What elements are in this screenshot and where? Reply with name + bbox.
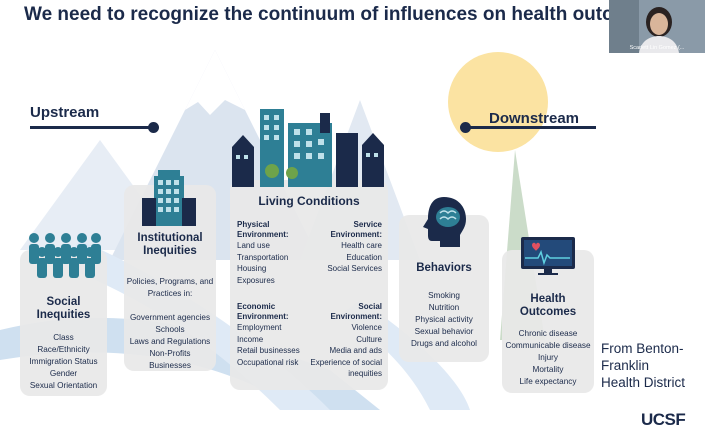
behaviors-title: Behaviors [416, 262, 472, 274]
list-item: Housing [237, 264, 267, 274]
physical-environment-block: Physical Environment: Land use Transport… [237, 220, 312, 286]
health-outcomes-title-line: Outcomes [519, 306, 577, 318]
list-item: Violence [351, 323, 382, 332]
participant-avatar [609, 0, 705, 53]
intro-line: Policies, Programs, and [126, 277, 214, 286]
physical-heading-line: Physical [237, 220, 270, 229]
list-item: Chronic disease [518, 329, 578, 338]
list-item: Government agencies [129, 313, 211, 322]
living-conditions-title: Living Conditions [258, 194, 360, 208]
living-conditions-card [230, 180, 388, 390]
list-item: Class [53, 333, 74, 342]
service-environment-block: Service Environment: Health care Educati… [308, 220, 382, 275]
participant-name: Scarlett Lin Gomez (... [629, 45, 685, 51]
behaviors-list: Smoking Nutrition Physical activity Sexu… [399, 290, 489, 350]
downstream-label: Downstream [489, 110, 580, 127]
list-item: Race/Ethnicity [37, 345, 90, 354]
list-item: Income [237, 334, 264, 344]
health-outcomes-title: Health Outcomes [502, 293, 594, 319]
upstream-line [30, 126, 152, 129]
list-item: Businesses [149, 361, 191, 370]
list-item: Drugs and alcohol [411, 339, 477, 348]
list-item: Laws and Regulations [129, 337, 211, 346]
economic-environment-block: Economic Environment: Employment Income … [237, 302, 317, 368]
sun-shape [448, 52, 548, 152]
social-env-heading-line: Environment: [330, 312, 382, 321]
list-item: Nutrition [428, 303, 460, 312]
list-item: Immigration Status [29, 357, 98, 366]
source-attribution: From Benton- Franklin Health District [601, 340, 685, 391]
list-item: inequities [348, 369, 382, 379]
list-item: Culture [356, 334, 382, 344]
list-item: Health care [341, 241, 382, 250]
social-inequities-title-line: Social [46, 296, 81, 308]
list-item: Communicable disease [505, 341, 591, 350]
list-item: Sexual behavior [414, 327, 474, 336]
list-item: Occupational risk [237, 357, 299, 367]
list-item: Injury [537, 353, 559, 362]
slide-title: We need to recognize the continuum of in… [24, 4, 663, 25]
list-item: Experience of social [310, 357, 382, 367]
source-line: Health District [601, 375, 686, 390]
upstream-label: Upstream [30, 104, 100, 121]
upstream-dot [148, 122, 159, 133]
service-heading-line: Environment: [330, 230, 382, 239]
list-item: Exposures [237, 275, 275, 285]
service-heading-line: Service [353, 220, 382, 229]
list-item: Life expectancy [519, 377, 577, 386]
list-item: Smoking [428, 291, 460, 300]
institutional-inequities-title: Institutional Inequities [124, 232, 216, 258]
institutional-intro: Policies, Programs, and Practices in: [124, 276, 216, 300]
downstream-line [466, 126, 596, 129]
source-line: From Benton- [601, 341, 684, 356]
social-inequities-title: Social Inequities [20, 296, 107, 322]
building-icon [142, 170, 196, 226]
health-outcomes-list: Chronic disease Communicable disease Inj… [502, 328, 594, 388]
social-env-heading-line: Social [358, 302, 382, 311]
list-item: Education [346, 252, 382, 262]
economic-heading-line: Economic [237, 302, 276, 311]
social-environment-block: Social Environment: Violence Culture Med… [300, 302, 382, 380]
list-item: Schools [155, 325, 185, 334]
list-item: Transportation [237, 252, 289, 262]
list-item: Employment [237, 323, 282, 332]
institutional-inequities-title-line: Inequities [143, 245, 197, 257]
intro-line: Practices in: [147, 289, 193, 298]
heart-monitor-icon [521, 237, 575, 275]
mountain-snow [185, 50, 245, 115]
social-inequities-title-line: Inequities [36, 309, 91, 321]
health-outcomes-title-line: Health [530, 293, 566, 305]
institutional-inequities-list: Government agencies Schools Laws and Reg… [124, 312, 216, 372]
list-item: Gender [49, 369, 78, 378]
social-inequities-list: Class Race/Ethnicity Immigration Status … [20, 332, 107, 392]
list-item: Sexual Orientation [29, 381, 98, 390]
source-line: Franklin [601, 358, 650, 373]
people-group-icon [29, 233, 101, 278]
participant-video-tile[interactable]: Scarlett Lin Gomez (... [609, 0, 705, 53]
list-item: Retail businesses [237, 346, 300, 356]
list-item: Land use [237, 241, 270, 250]
list-item: Media and ads [329, 346, 382, 356]
downstream-dot [460, 122, 471, 133]
ucsf-logo: UCSF [641, 410, 686, 429]
economic-heading-line: Environment: [237, 312, 289, 321]
list-item: Social Services [327, 264, 382, 274]
list-item: Physical activity [415, 315, 473, 324]
physical-heading-line: Environment: [237, 230, 289, 239]
institutional-inequities-title-line: Institutional [137, 232, 203, 244]
city-skyline-icon [232, 109, 384, 187]
list-item: Mortality [532, 365, 564, 374]
head-brain-icon [423, 197, 466, 247]
list-item: Non-Profits [149, 349, 191, 358]
